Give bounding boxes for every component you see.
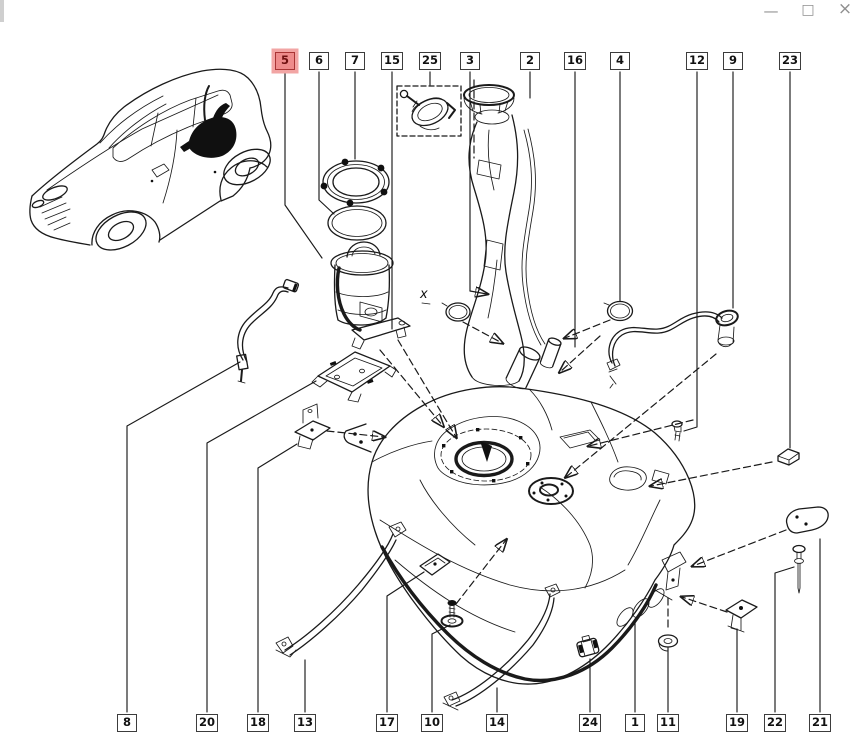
assembly-arrow-8 — [651, 461, 773, 486]
callout-13[interactable]: 13 — [293, 714, 317, 732]
hose-clamp-b — [603, 300, 634, 322]
window-edge-fragment — [0, 0, 4, 22]
callout-23[interactable]: 23 — [778, 52, 802, 70]
leader-line-12 — [683, 71, 698, 432]
callout-8[interactable]: 8 — [117, 714, 137, 732]
assembly-arrow-2 — [326, 431, 384, 437]
leader-line-10 — [431, 624, 451, 713]
window-controls: — □ × — [763, 0, 853, 21]
callout-14[interactable]: 14 — [485, 714, 509, 732]
screw-small — [671, 420, 683, 442]
minimize-button[interactable]: — — [763, 2, 779, 20]
filler-neck — [463, 84, 546, 386]
assembly-arrows — [326, 79, 787, 632]
callout-18[interactable]: 18 — [246, 714, 270, 732]
leader-line-22 — [774, 566, 795, 713]
assembly-arrow-7 — [589, 419, 694, 446]
callout-7[interactable]: 7 — [345, 52, 365, 70]
callout-25[interactable]: 25 — [418, 52, 442, 70]
callout-15[interactable]: 15 — [380, 52, 404, 70]
callout-5[interactable]: 5 — [275, 52, 295, 70]
callout-12[interactable]: 12 — [685, 52, 709, 70]
assembly-arrow-10 — [682, 597, 728, 613]
callout-3[interactable]: 3 — [460, 52, 480, 70]
assembly-arrow-3 — [565, 319, 611, 338]
corner-bracket — [725, 599, 758, 633]
leader-line-8 — [126, 361, 241, 713]
callout-19[interactable]: 19 — [725, 714, 749, 732]
fuel-cap-kit — [396, 85, 462, 137]
pump-support-bracket — [351, 317, 411, 350]
leader-line-17 — [386, 571, 425, 713]
fuel-hose — [236, 278, 300, 384]
disconnect-marker-tick — [421, 302, 431, 305]
callout-11[interactable]: 11 — [656, 714, 680, 732]
protector-plate — [785, 506, 829, 534]
callout-2[interactable]: 2 — [520, 52, 540, 70]
shim-plate — [419, 553, 451, 576]
callout-17[interactable]: 17 — [375, 714, 399, 732]
callout-9[interactable]: 9 — [723, 52, 743, 70]
callout-24[interactable]: 24 — [578, 714, 602, 732]
assembly-arrow-5 — [462, 321, 502, 343]
tank-strap-right — [442, 583, 561, 711]
callout-10[interactable]: 10 — [420, 714, 444, 732]
close-button[interactable]: × — [837, 0, 853, 19]
mounting-plate — [311, 351, 397, 403]
callout-1[interactable]: 1 — [625, 714, 645, 732]
grommet — [657, 634, 679, 652]
callout-22[interactable]: 22 — [763, 714, 787, 732]
leader-line-5 — [284, 71, 323, 259]
callout-20[interactable]: 20 — [195, 714, 219, 732]
assembly-arrow-9 — [693, 529, 787, 566]
maximize-button[interactable]: □ — [801, 2, 815, 18]
assembly-arrow-1 — [379, 349, 443, 426]
fuel-pump-module — [330, 241, 411, 350]
callout-16[interactable]: 16 — [563, 52, 587, 70]
assembly-arrow-0 — [397, 339, 456, 437]
locking-ring — [320, 158, 390, 207]
assembly-arrow-6 — [566, 353, 717, 477]
pad — [777, 448, 800, 466]
leader-line-20 — [206, 380, 317, 713]
callout-6[interactable]: 6 — [309, 52, 329, 70]
leader-line-6 — [318, 71, 335, 215]
sender-flange — [528, 477, 574, 505]
assembly-arrow-4 — [560, 335, 601, 372]
callout-21[interactable]: 21 — [808, 714, 832, 732]
seal-ring — [327, 205, 387, 241]
assembly-arrow-11 — [455, 540, 506, 605]
assembly-arrow-12 — [469, 291, 487, 294]
tank-strap-left — [275, 521, 407, 658]
hose-clamp-a — [441, 302, 471, 322]
vehicle-illustration — [29, 68, 272, 251]
leader-line-18 — [257, 443, 298, 713]
leader-lines — [126, 71, 821, 713]
rivet-pin — [792, 544, 806, 594]
fuel-tank — [343, 386, 696, 685]
retaining-clip — [576, 634, 600, 658]
callout-4[interactable]: 4 — [610, 52, 630, 70]
mounting-screw — [440, 600, 464, 628]
breather-hose — [606, 309, 739, 389]
connector-sleeves — [505, 337, 562, 390]
disconnect-marker: x — [419, 287, 428, 302]
support-bracket — [294, 403, 331, 450]
